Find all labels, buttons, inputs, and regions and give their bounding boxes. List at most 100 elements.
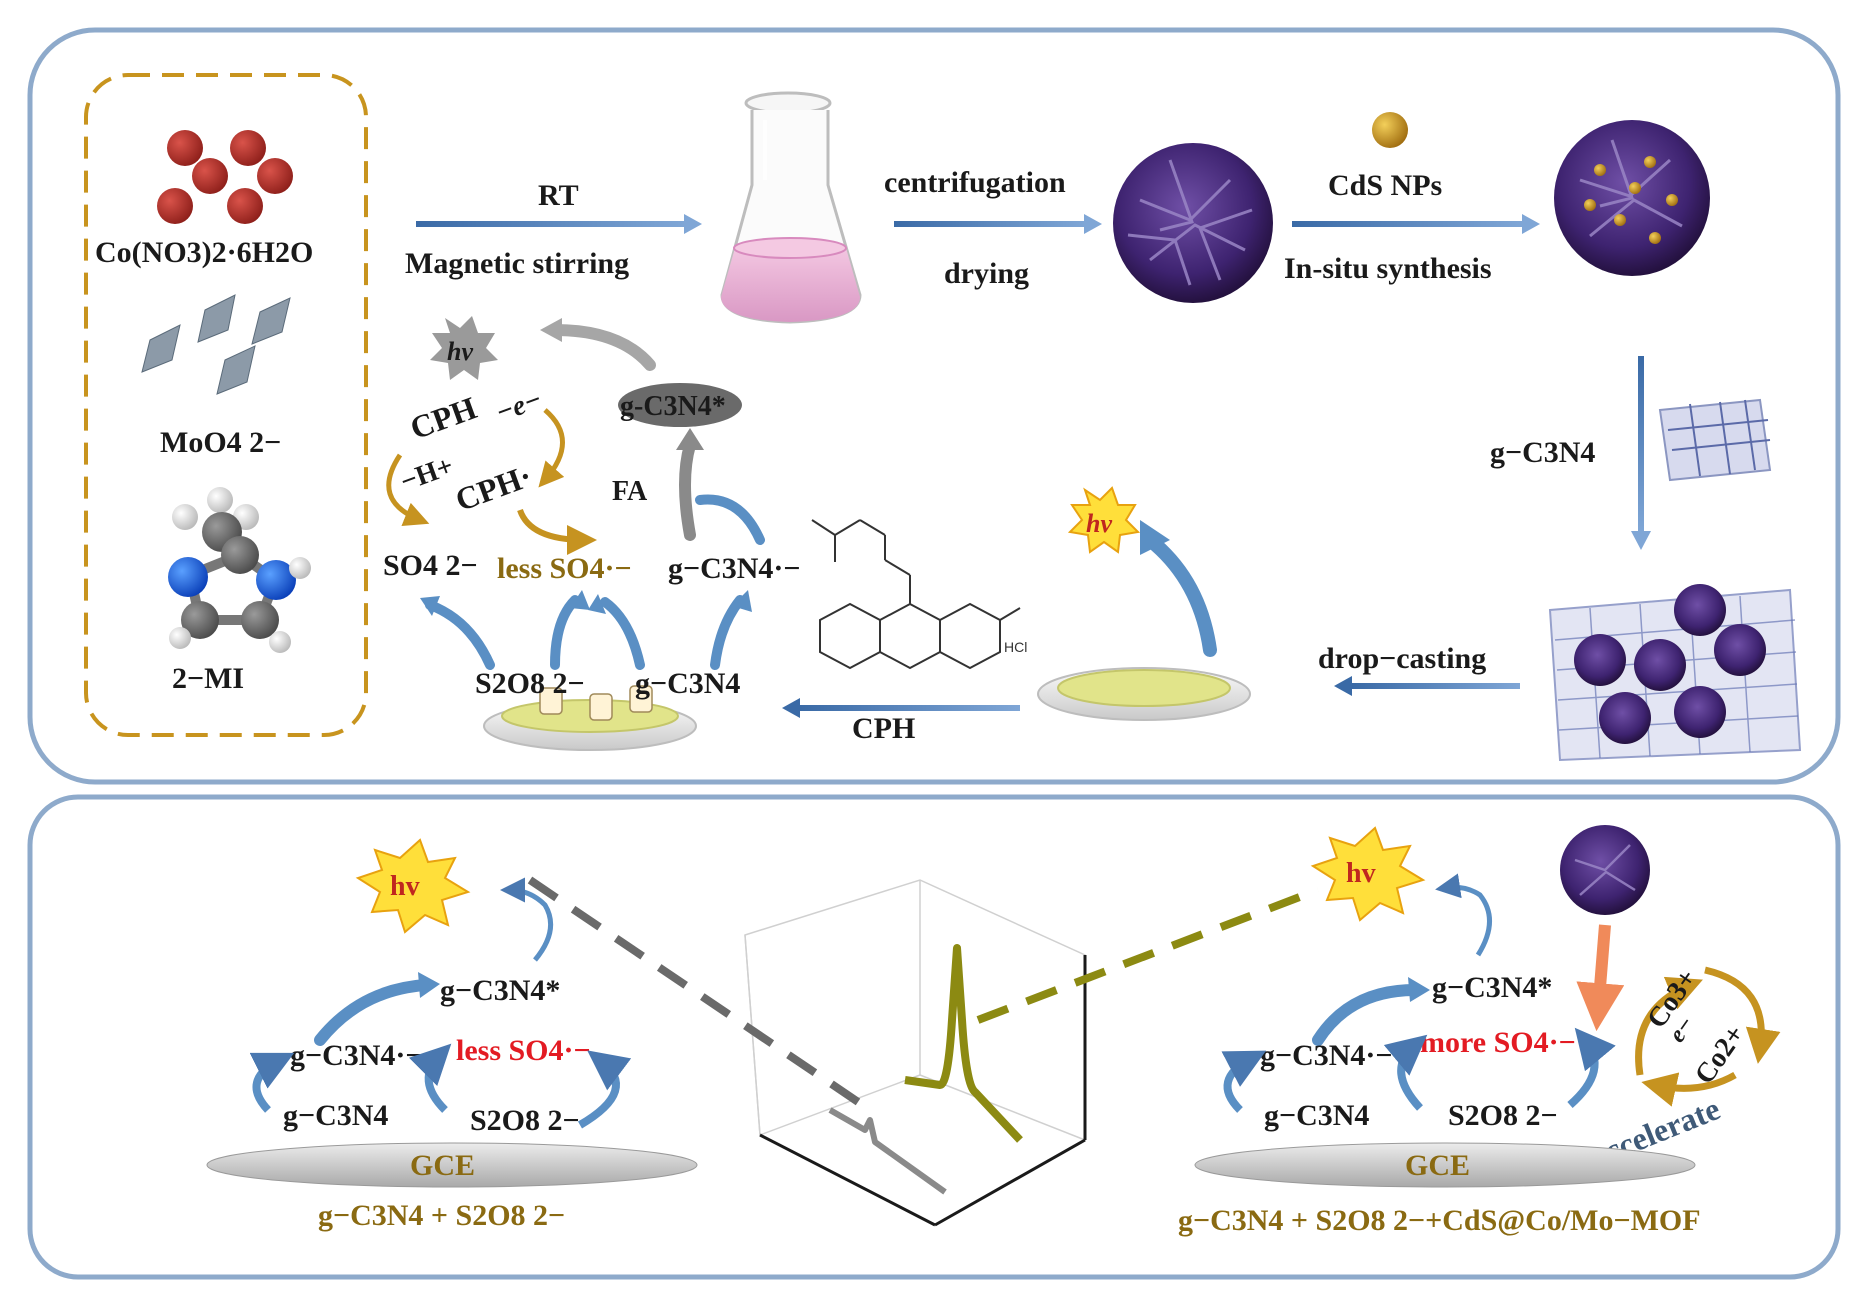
gcn-loop-arrow-left [249,1052,295,1113]
cds-nanoparticle-icon [1372,112,1408,148]
modified-electrode-plate [1037,667,1251,721]
mof-to-radical-arrow [1576,924,1625,1032]
emission-arrow-head [1140,520,1170,555]
system-label-left: g−C3N4 + S2O8 2− [318,1199,565,1232]
g-c3n4-sheet-icon [1658,398,1772,482]
persulfate-label-right: S2O8 2− [1448,1099,1558,1132]
excited-gcn-ellipse [618,383,742,427]
mof-flower-bottom-right [1560,825,1650,915]
excited-label-left: g−C3N4* [440,974,560,1007]
anion-to-excited-arrow-right [1312,984,1421,1046]
step3-above-label: CdS NPs [1328,169,1442,202]
persulfate-label-top: S2O8 2− [475,667,585,700]
grey-dashed-connector [527,876,873,1114]
sulfate-label: SO4 2− [383,549,478,582]
radical-label-right: more SO4·− [1420,1026,1576,1059]
less-sulfate-radical-label: less SO4·− [497,552,632,585]
persulfate-label-left: S2O8 2− [470,1104,580,1137]
cobalt-ions-icon [157,130,293,224]
step4-arrow [1631,356,1651,550]
2-mi-label: 2−MI [172,662,244,695]
step5-above-label: drop−casting [1318,642,1486,675]
anion-to-excited-arrow-left-head [418,972,440,998]
co-cycle-arrow-bottom [1641,1071,1737,1107]
gcn-label-right: g−C3N4 [1264,1099,1369,1132]
radical-reaction-arrow [695,494,765,545]
step6-arrow [782,698,1020,718]
gce-label-right: GCE [1405,1149,1470,1182]
step4-side-label: g−C3N4 [1490,436,1595,469]
cph-radical-label: CPH· [451,457,537,518]
anion-to-excited-arrow-right-head [1408,977,1430,1002]
bottom-panel [27,794,1841,1280]
emission-curved-arrow [1143,533,1217,657]
cph-molecule-structure [811,519,1021,670]
cph-oxidation-arrow-left [386,453,430,527]
radical-to-excited-arrow-head [676,428,704,450]
co2-label: Co2+ [1689,1020,1751,1090]
step3-arrow [1292,214,1540,234]
minus-h-label: −H+ [396,450,457,497]
persulfate-plate [483,685,697,751]
hv-label-mechanism: hv [447,337,473,366]
step2-above-label: centrifugation [884,166,1066,199]
excited-to-hv-arrow [549,324,656,371]
hcl-label: HCl [1004,639,1027,655]
excited-to-hv-arrow-left [500,877,554,962]
co-salt-label: Co(NO3)2·6H2O [95,236,313,269]
radical-to-excited-arrow [679,439,696,541]
radical-label-left: less SO4·− [456,1034,591,1067]
step1-below-label: Magnetic stirring [405,247,629,280]
gcn-loop-arrow-right [1221,1050,1267,1113]
persulfate-loop-arrow-left [408,1043,452,1113]
hv-grey-burst-icon [430,316,498,380]
step2-arrow [894,214,1102,234]
persulfate-loop-arrow-right [1383,1034,1428,1111]
hv-label-bottom-left: hv [390,871,420,902]
excited-to-hv-arrow-head [540,318,562,342]
gce-electrode-right [1194,1142,1696,1188]
step5-arrow [1334,676,1520,696]
step6-below-label: CPH [852,712,915,745]
persulfate-loop-arrow-right-2 [1567,1027,1616,1109]
anion-radical-label-left: g−C3N4·− [290,1039,423,1072]
top-panel [27,27,1841,785]
2-methylimidazole-icon [168,487,311,653]
strong-ecl-peak [904,944,1023,1143]
anion-to-excited-arrow-left [314,979,431,1046]
fa-label: FA [612,476,648,507]
mof-gcn-composite-icon [1548,584,1802,762]
excited-gcn-label: g-C3N4* [620,391,726,422]
hv-label-emission: hv [1086,509,1112,538]
mechanism-blue-arrows [425,595,745,670]
cph-oxidation-arrow-right [538,408,565,488]
gce-electrode-left [206,1142,698,1188]
anion-radical-label-top: g−C3N4·− [668,552,801,585]
step1-above-label: RT [538,179,579,212]
persulfate-loop-arrow-left-2 [577,1050,632,1129]
hv-burst-bottom-left [355,838,471,934]
minus-e-label: −e− [492,384,546,429]
precursor-box [84,73,368,737]
step1-arrow [416,214,702,234]
hv-burst-bottom-right [1310,826,1426,922]
reaction-flask-icon [720,91,862,324]
excited-label-right: g−C3N4* [1432,971,1552,1004]
cph-label: CPH [405,389,481,446]
hv-burst-icon [1067,486,1141,554]
gcn-label-top: g−C3N4 [635,667,740,700]
co-mo-mof-flower-icon [1113,143,1273,303]
system-label-right: g−C3N4 + S2O8 2−+CdS@Co/Mo−MOF [1178,1204,1701,1237]
gcn-label-left: g−C3N4 [283,1099,388,1132]
cph-radical-to-so4-arrow [517,508,597,555]
step2-below-label: drying [944,257,1029,290]
olive-dashed-connector [976,886,1320,1024]
step3-below-label: In-situ synthesis [1284,252,1492,285]
hv-label-bottom-right: hv [1346,858,1376,889]
ecl-3d-plot [744,879,1087,1227]
gce-label-left: GCE [410,1149,475,1182]
weak-ecl-peak [828,1107,947,1195]
co-cycle-arrow-top [1635,976,1703,1076]
cds-co-mo-mof-flower-icon [1554,120,1710,276]
